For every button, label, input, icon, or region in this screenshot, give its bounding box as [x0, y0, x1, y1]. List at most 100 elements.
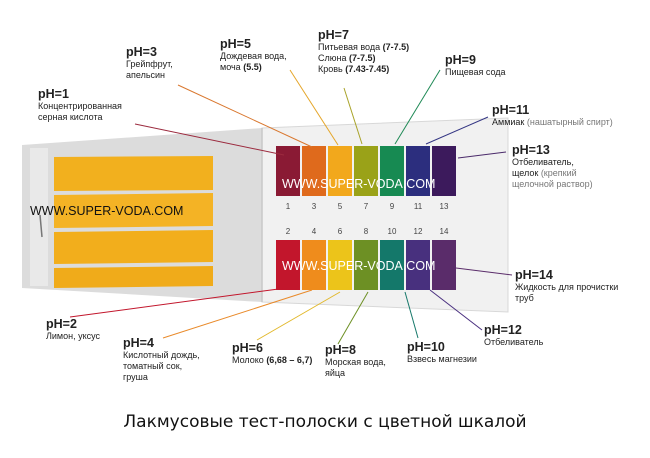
booklet-staple-edge	[30, 148, 48, 286]
ph-swatch-10	[380, 240, 404, 290]
leader-line-ph14	[455, 267, 513, 276]
label-ph1: pH=1 Концентрированная серная кислота	[38, 87, 122, 123]
ph13-description: Отбеливатель, щелок	[512, 157, 574, 178]
ph-swatch-number-7: 7	[364, 202, 369, 211]
label-ph13: pH=13 Отбеливатель, щелок (крепкий щелоч…	[512, 143, 593, 190]
ph-swatch-number-14: 14	[440, 227, 449, 236]
ph7-line1: Питьевая вода	[318, 42, 381, 52]
ph11-note: (нашатырный спирт)	[524, 117, 613, 127]
ph-swatch-number-4: 4	[312, 227, 317, 236]
ph-swatch-5	[328, 146, 352, 196]
label-ph9: pH=9 Пищевая сода	[445, 53, 506, 78]
leader-line-ph13	[457, 151, 507, 159]
ph-swatch-number-9: 9	[390, 202, 395, 211]
ph13-title: pH=13	[512, 143, 550, 157]
leader-line-ph8	[337, 291, 369, 345]
ph12-description: Отбеливатель	[484, 337, 544, 347]
label-ph3: pH=3 Грейпфрут, апельсин	[126, 45, 173, 81]
ph4-description: Кислотный дождь, томатный сок, груша	[123, 350, 200, 382]
leader-line-ph4	[162, 289, 313, 339]
ph-swatch-number-5: 5	[338, 202, 343, 211]
ph6-title: pH=6	[232, 341, 263, 355]
ph-swatch-number-8: 8	[364, 227, 369, 236]
booklet-staple	[39, 214, 43, 238]
swatch-row-bottom: 2 4 6 8 10 12 14	[276, 227, 456, 290]
litmus-strip	[54, 230, 213, 264]
ph6-description: Молоко	[232, 355, 264, 365]
label-ph5: pH=5 Дождевая вода, моча (5.5)	[220, 37, 287, 73]
leader-line-ph3	[177, 84, 313, 148]
ph-swatch-number-1: 1	[286, 202, 291, 211]
ph3-description: Грейпфрут, апельсин	[126, 59, 173, 80]
label-ph10: pH=10 Взвесь магнезии	[407, 340, 477, 365]
ph-swatch-number-11: 11	[414, 202, 423, 211]
ph-swatch-number-3: 3	[312, 202, 317, 211]
litmus-strip	[54, 193, 213, 228]
ph7-line3: Кровь	[318, 64, 343, 74]
ph7-title: pH=7	[318, 28, 349, 42]
ph11-description: Аммиак	[492, 117, 525, 127]
litmus-strips	[54, 156, 213, 288]
ph-swatch-number-6: 6	[338, 227, 343, 236]
ph-swatch-4	[302, 240, 326, 290]
ph4-title: pH=4	[123, 336, 154, 350]
ph6-value: (6,68 – 6,7)	[263, 355, 313, 365]
ph-swatch-2	[276, 240, 300, 290]
ph-swatch-number-12: 12	[414, 227, 423, 236]
leader-line-ph1	[134, 123, 285, 156]
leader-line-ph5	[289, 69, 339, 146]
ph-swatch-number-13: 13	[440, 202, 449, 211]
figure-caption: Лакмусовые тест-полоски с цветной шкалой	[123, 412, 527, 432]
ph-swatch-6	[328, 240, 352, 290]
ph8-title: pH=8	[325, 343, 356, 357]
watermark-swatch-bottom: WWW.SUPER-VODA.COM	[282, 259, 435, 273]
ph2-description: Лимон, уксус	[46, 331, 101, 341]
ph-swatch-8	[354, 240, 378, 290]
leader-line-ph10	[404, 291, 419, 339]
leader-line-ph11	[425, 116, 489, 145]
leader-line-ph2	[69, 287, 287, 318]
ph14-title: pH=14	[515, 268, 553, 282]
watermark-swatch-top: WWW.SUPER-VODA.COM	[282, 177, 435, 191]
ph-swatch-9	[380, 146, 404, 196]
ph-swatch-14	[432, 240, 456, 290]
leader-lines	[69, 69, 513, 345]
litmus-strip	[54, 156, 213, 191]
ph5-value: (5.5)	[240, 62, 262, 72]
leader-line-ph12	[429, 289, 483, 331]
ph-swatch-3	[302, 146, 326, 196]
label-ph14: pH=14 Жидкость для прочистки труб	[515, 268, 618, 304]
ph10-description: Взвесь магнезии	[407, 354, 477, 364]
label-ph7: pH=7 Питьевая вода (7-7.5) Слюна (7-7.5)…	[318, 28, 409, 75]
leader-line-ph7	[343, 87, 363, 145]
ph-swatch-number-2: 2	[286, 227, 291, 236]
ph8-description: Морская вода, яйца	[325, 357, 386, 378]
ph7-line3-value: (7.43-7.45)	[342, 64, 390, 74]
ph12-title: pH=12	[484, 323, 522, 337]
ph5-description: Дождевая вода, моча	[220, 51, 287, 72]
ph-swatch-13	[432, 146, 456, 196]
ph3-title: pH=3	[126, 45, 157, 59]
label-ph11: pH=11 Аммиак (нашатырный спирт)	[492, 103, 613, 128]
leader-line-ph6	[256, 291, 341, 341]
ph7-line1-value: (7-7.5)	[380, 42, 410, 52]
label-ph6: pH=6 Молоко (6,68 – 6,7)	[232, 341, 312, 366]
ph-swatch-11	[406, 146, 430, 196]
ph-swatch-number-10: 10	[388, 227, 397, 236]
label-ph8: pH=8 Морская вода, яйца	[325, 343, 386, 379]
ph9-description: Пищевая сода	[445, 67, 506, 77]
ph13-note: (крепкий щелочной раствор)	[512, 168, 593, 189]
ph11-title: pH=11	[492, 103, 530, 117]
ph10-title: pH=10	[407, 340, 445, 354]
ph-swatch-12	[406, 240, 430, 290]
ph1-title: pH=1	[38, 87, 69, 101]
ph2-title: pH=2	[46, 317, 77, 331]
ph5-title: pH=5	[220, 37, 251, 51]
ph7-line2: Слюна	[318, 53, 347, 63]
ph9-title: pH=9	[445, 53, 476, 67]
ph14-description: Жидкость для прочистки труб	[515, 282, 619, 303]
leader-line-ph9	[394, 69, 441, 145]
watermark-left: WWW.SUPER-VODA.COM	[30, 204, 183, 218]
